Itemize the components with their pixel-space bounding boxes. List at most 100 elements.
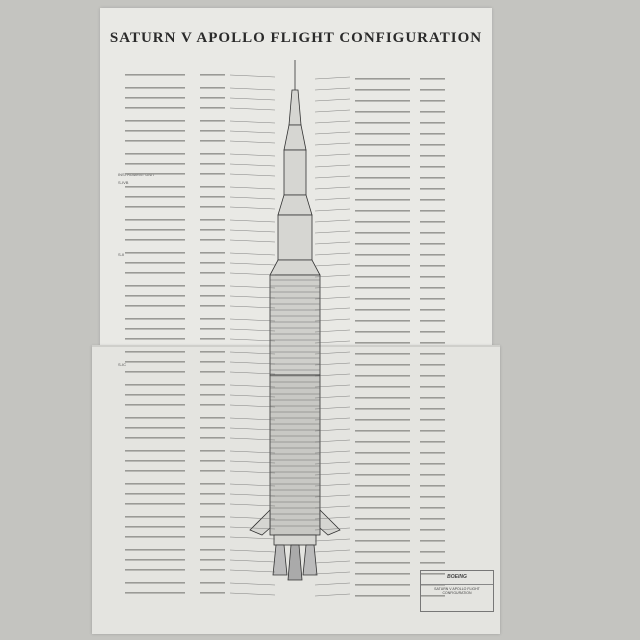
value-text-line xyxy=(200,338,225,340)
label-text-line xyxy=(125,394,185,396)
label-text-line xyxy=(125,140,185,142)
value-text-line xyxy=(200,295,225,297)
label-text-line xyxy=(125,536,185,538)
label-text-line xyxy=(125,153,185,155)
leader-line xyxy=(229,338,276,342)
value-text-line xyxy=(420,78,445,80)
label-text-line xyxy=(125,582,185,584)
leader-line xyxy=(314,329,351,333)
leader-line xyxy=(314,516,351,520)
value-text-line xyxy=(200,559,225,561)
value-text-line xyxy=(420,353,445,355)
value-text-line xyxy=(420,276,445,278)
value-text-line xyxy=(420,463,445,465)
value-text-line xyxy=(420,133,445,135)
value-text-line xyxy=(420,100,445,102)
label-text-line xyxy=(355,419,410,421)
value-text-line xyxy=(420,551,445,553)
value-text-line xyxy=(200,206,225,208)
value-text-line xyxy=(420,122,445,124)
leader-line xyxy=(229,470,276,474)
leader-line xyxy=(314,241,351,245)
label-text-line xyxy=(125,186,185,188)
leader-line xyxy=(229,196,276,200)
title-block: BOEING SATURN V APOLLO FLIGHT CONFIGURAT… xyxy=(420,570,494,612)
leader-line xyxy=(229,120,276,124)
label-text-line xyxy=(355,540,410,542)
value-text-line xyxy=(200,252,225,254)
leader-line xyxy=(229,295,276,299)
leader-line xyxy=(314,538,351,542)
label-text-line xyxy=(355,496,410,498)
value-text-line xyxy=(200,516,225,518)
label-text-line xyxy=(355,408,410,410)
value-text-line xyxy=(420,441,445,443)
value-text-line xyxy=(200,351,225,353)
value-text-line xyxy=(200,219,225,221)
value-text-line xyxy=(420,155,445,157)
label-text-line xyxy=(355,232,410,234)
label-text-line xyxy=(355,210,410,212)
value-text-line xyxy=(420,177,445,179)
value-text-line xyxy=(200,196,225,198)
value-text-line xyxy=(420,430,445,432)
label-text-line xyxy=(125,384,185,386)
leader-line xyxy=(314,274,351,278)
leader-line xyxy=(314,461,351,465)
label-text-line xyxy=(125,97,185,99)
value-text-line xyxy=(420,298,445,300)
leader-line xyxy=(229,483,276,487)
label-text-line xyxy=(355,485,410,487)
leader-line xyxy=(229,74,276,78)
value-text-line xyxy=(200,120,225,122)
leader-line xyxy=(229,305,276,309)
label-text-line xyxy=(125,338,185,340)
value-text-line xyxy=(200,417,225,419)
leader-line xyxy=(314,340,351,344)
leader-line xyxy=(314,76,351,80)
value-text-line xyxy=(420,408,445,410)
leader-line xyxy=(314,362,351,366)
label-text-line xyxy=(125,371,185,373)
value-text-line xyxy=(420,375,445,377)
leader-line xyxy=(229,153,276,157)
label-text-line xyxy=(355,463,410,465)
label-text-line xyxy=(355,243,410,245)
leader-line xyxy=(229,559,276,563)
leader-line xyxy=(314,593,351,597)
leader-line xyxy=(229,536,276,540)
leader-line xyxy=(314,472,351,476)
value-text-line xyxy=(200,384,225,386)
label-text-line xyxy=(125,328,185,330)
leader-line xyxy=(314,395,351,399)
label-text-line xyxy=(355,353,410,355)
value-text-line xyxy=(420,397,445,399)
stage-label-sii: S-II xyxy=(118,252,125,257)
drawing-title: SATURN V APOLLO FLIGHT CONFIGURATION xyxy=(421,584,493,595)
label-text-line xyxy=(125,219,185,221)
value-text-line xyxy=(420,595,445,597)
leader-line xyxy=(314,208,351,212)
label-text-line xyxy=(355,111,410,113)
label-text-line xyxy=(355,364,410,366)
leader-line xyxy=(314,98,351,102)
value-text-line xyxy=(200,536,225,538)
value-text-line xyxy=(420,419,445,421)
value-text-line xyxy=(420,342,445,344)
leader-line xyxy=(314,373,351,377)
label-text-line xyxy=(125,361,185,363)
label-text-line xyxy=(355,507,410,509)
value-text-line xyxy=(200,173,225,175)
value-text-line xyxy=(420,243,445,245)
leader-line xyxy=(229,437,276,441)
label-text-line xyxy=(125,417,185,419)
leader-line xyxy=(314,571,351,575)
leader-line xyxy=(314,318,351,322)
leader-line xyxy=(229,285,276,289)
label-text-line xyxy=(125,503,185,505)
label-text-line xyxy=(355,89,410,91)
leader-line xyxy=(314,439,351,443)
poster-title: SATURN V APOLLO FLIGHT CONFIGURATION xyxy=(109,30,483,46)
label-text-line xyxy=(355,441,410,443)
label-text-line xyxy=(125,427,185,429)
